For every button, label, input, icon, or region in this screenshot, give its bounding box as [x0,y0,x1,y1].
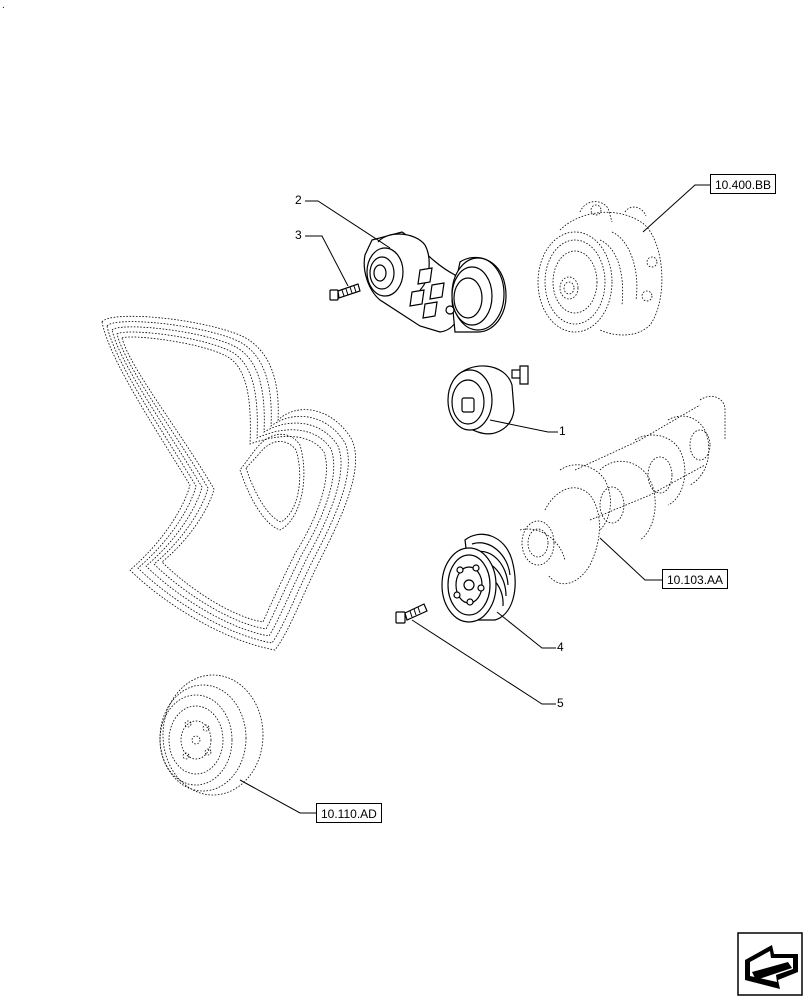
pulley-bolt [395,603,428,624]
crankshaft [519,396,726,585]
drive-belt [101,315,356,651]
callout-2: 2 [295,193,302,207]
next-page-arrow-icon[interactable] [737,932,803,996]
water-pump [537,201,663,336]
crankshaft-pulley [441,533,516,623]
damper-pulley [159,674,264,796]
leader-lines [239,184,711,814]
idler-pulley [447,365,529,435]
reference-damper[interactable]: 10.110.AD [316,803,382,823]
callout-3: 3 [295,228,302,242]
callout-4: 4 [557,640,564,654]
reference-crankshaft[interactable]: 10.103.AA [662,569,729,589]
belt-tensioner [363,231,507,333]
callout-5: 5 [557,696,564,710]
callout-1: 1 [559,424,566,438]
reference-water-pump[interactable]: 10.400.BB [710,174,777,194]
tensioner-bolt [329,283,361,301]
corner-mark: . [2,0,5,11]
